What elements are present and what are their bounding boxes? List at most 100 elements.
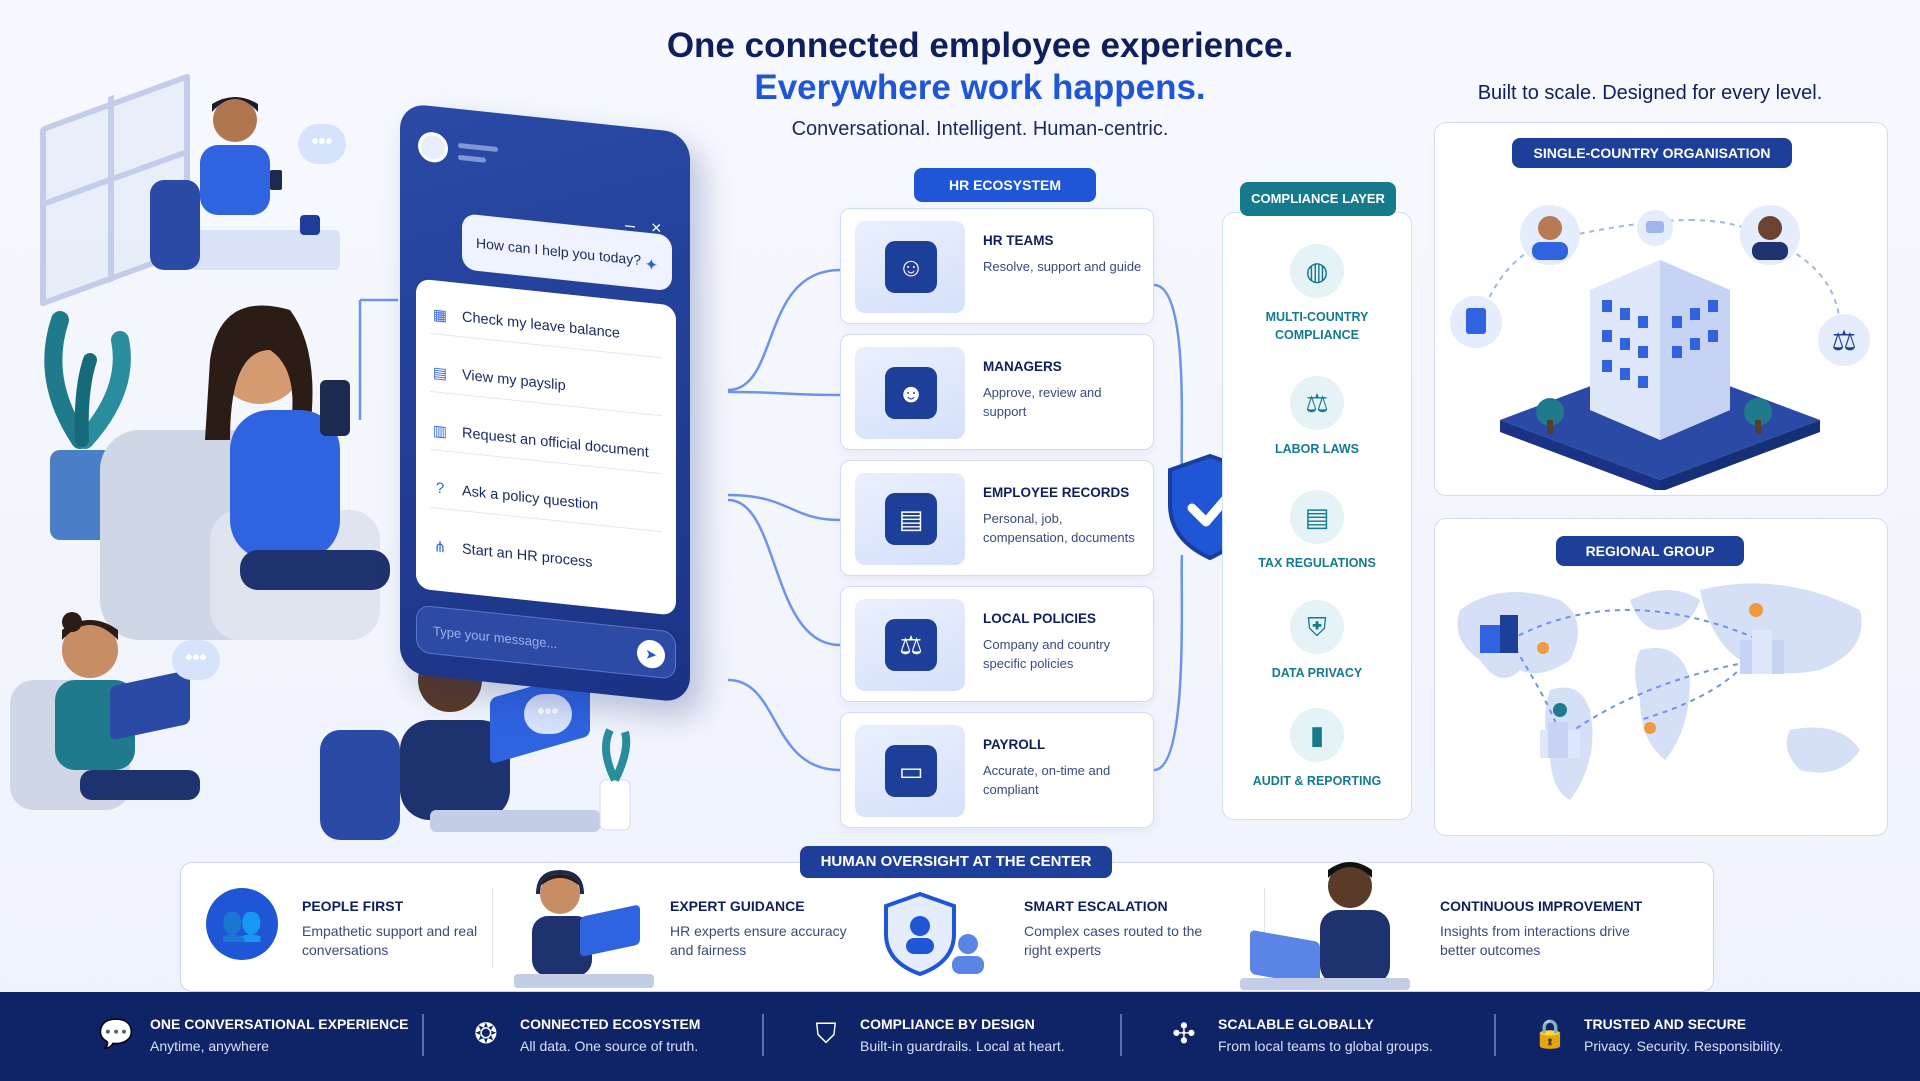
svg-text:⚖: ⚖ [1831,324,1856,357]
file-icon: ▥ [432,421,448,441]
divider [1494,1014,1496,1056]
menu-item-official-document[interactable]: ▥Request an official document [430,409,662,475]
plant-illustration [44,311,131,540]
footer-bar [0,992,1920,1081]
manager-icon: ☻ [885,367,937,419]
chat-assistant-window: –× How can I help you today? ✦ ▦Check my… [400,102,690,704]
assistant-greeting-text: How can I help you today? [476,234,641,269]
menu-item-payslip[interactable]: ▤View my payslip [430,351,662,417]
hr-ecosystem-label: HR ECOSYSTEM [914,168,1096,202]
compliance-item-tax-regulations[interactable]: ▤ TAX REGULATIONS [1222,490,1412,572]
person-phone-desk-illustration [150,97,340,270]
divider [1264,888,1265,968]
card-description: Approve, review and support [983,385,1102,419]
hr-teams-illustration: ☺ [855,221,965,313]
woman-phone-chair-illustration [100,305,390,640]
tagline: Conversational. Intelligent. Human-centr… [791,118,1169,140]
window-bar [108,94,114,284]
smart-escalation-icon [884,892,984,976]
header-placeholder-line [458,154,486,163]
scales-icon: ⚖ [1290,376,1344,430]
laptop-user-icon: ☺ [885,241,937,293]
compliance-item-labor-laws[interactable]: ⚖ LABOR LAWS [1222,376,1412,458]
local-policies-illustration: ⚖ [855,599,965,691]
analyst-laptop-illustration [1240,862,1410,990]
calendar-icon: ▦ [432,305,448,325]
sparkle-icon: ✦ [644,256,658,275]
card-title: MANAGERS [983,359,1062,374]
regional-group-label: REGIONAL GROUP [1556,536,1744,566]
chat-dots-icon: ••• [298,124,346,164]
employee-records-illustration: ▤ [855,473,965,565]
card-title: EMPLOYEE RECORDS [983,485,1130,500]
ecosystem-card-employee-records[interactable]: ▤ EMPLOYEE RECORDS Personal, job, compen… [840,460,1154,576]
message-input-placeholder: Type your message... [433,623,558,652]
compliance-item-label: MULTI-COUNTRY COMPLIANCE [1265,310,1369,342]
user-avatar [418,130,448,164]
globe-icon: ◍ [1290,244,1344,298]
expert-headset-illustration [514,869,654,988]
single-country-illustration: ⚖ [1450,205,1870,490]
human-oversight-label: HUMAN OVERSIGHT AT THE CENTER [800,846,1112,878]
compliance-item-data-privacy[interactable]: ⛨ DATA PRIVACY [1222,600,1412,682]
payroll-illustration: ▭ [855,725,965,817]
card-title: HR TEAMS [983,233,1054,248]
header-placeholder-line [458,142,498,153]
chat-dots-icon: ••• [524,694,572,734]
headline-primary: One connected employee experience. [666,26,1294,65]
card-description: Personal, job, compensation, documents [983,511,1135,545]
oversight-item-continuous-improvement: CONTINUOUS IMPROVEMENT Insights from int… [1440,898,1643,958]
card-description: Company and country specific policies [983,637,1111,671]
bar-chart-icon: ▮ [1290,708,1344,762]
compliance-item-label: AUDIT & REPORTING [1252,774,1382,788]
hub-icon: ✣ [1172,1018,1196,1049]
headline-secondary: Everywhere work happens. [754,68,1206,107]
ecosystem-card-local-policies[interactable]: ⚖ LOCAL POLICIES Company and country spe… [840,586,1154,702]
single-country-label: SINGLE-COUNTRY ORGANISATION [1512,138,1792,168]
send-button[interactable]: ➤ [637,638,665,670]
compliance-item-label: TAX REGULATIONS [1258,556,1376,570]
divider [1120,1014,1122,1056]
menu-item-policy-question[interactable]: ?Ask a policy question [430,467,662,533]
card-title: PAYROLL [983,737,1046,752]
chat-bubbles-icon: 💬 [98,1018,134,1049]
divider [492,888,493,968]
world-map-illustration [1457,583,1862,800]
network-icon: ❂ [474,1018,498,1049]
woman-laptop-chair-illustration [10,612,200,810]
document-icon: ▤ [432,363,448,383]
card-description: Accurate, on-time and compliant [983,763,1111,797]
gavel-icon: ⚖ [885,619,937,671]
managers-illustration: ☻ [855,347,965,439]
ecosystem-card-payroll[interactable]: ▭ PAYROLL Accurate, on-time and complian… [840,712,1154,828]
divider [422,1014,424,1056]
scale-title: Built to scale. Designed for every level… [1477,82,1823,104]
divider [762,1014,764,1056]
lock-shield-icon: ⛨ [1290,600,1344,654]
oversight-item-people-first: PEOPLE FIRST Empathetic support and real… [302,898,478,958]
ecosystem-card-managers[interactable]: ☻ MANAGERS Approve, review and support [840,334,1154,450]
compliance-item-label: DATA PRIVACY [1271,666,1363,680]
shield-check-icon: ⛉ [815,1018,837,1049]
question-icon: ? [435,479,445,498]
message-input[interactable]: Type your message... ➤ [416,604,676,680]
oversight-item-smart-escalation: SMART ESCALATION Complex cases routed to… [1024,898,1203,958]
compliance-item-audit-reporting[interactable]: ▮ AUDIT & REPORTING [1222,708,1412,790]
wallet-icon: ▭ [885,745,937,797]
ecosystem-card-hr-teams[interactable]: ☺ HR TEAMS Resolve, support and guide [840,208,1154,324]
padlock-icon: 🔒 [1532,1018,1568,1049]
card-description: Resolve, support and guide [983,259,1142,274]
oversight-item-expert-guidance: EXPERT GUIDANCE HR experts ensure accura… [670,898,847,958]
chat-dots-icon: ••• [172,640,220,680]
menu-item-leave-balance[interactable]: ▦Check my leave balance [430,293,662,359]
compliance-item-multi-country[interactable]: ◍ MULTI-COUNTRY COMPLIANCE [1222,244,1412,344]
people-first-icon: 👥 [206,888,278,960]
quick-actions-menu: ▦Check my leave balance ▤View my payslip… [416,278,676,616]
card-title: LOCAL POLICIES [983,611,1097,626]
menu-item-hr-process[interactable]: ⋔Start an HR process [430,526,662,590]
